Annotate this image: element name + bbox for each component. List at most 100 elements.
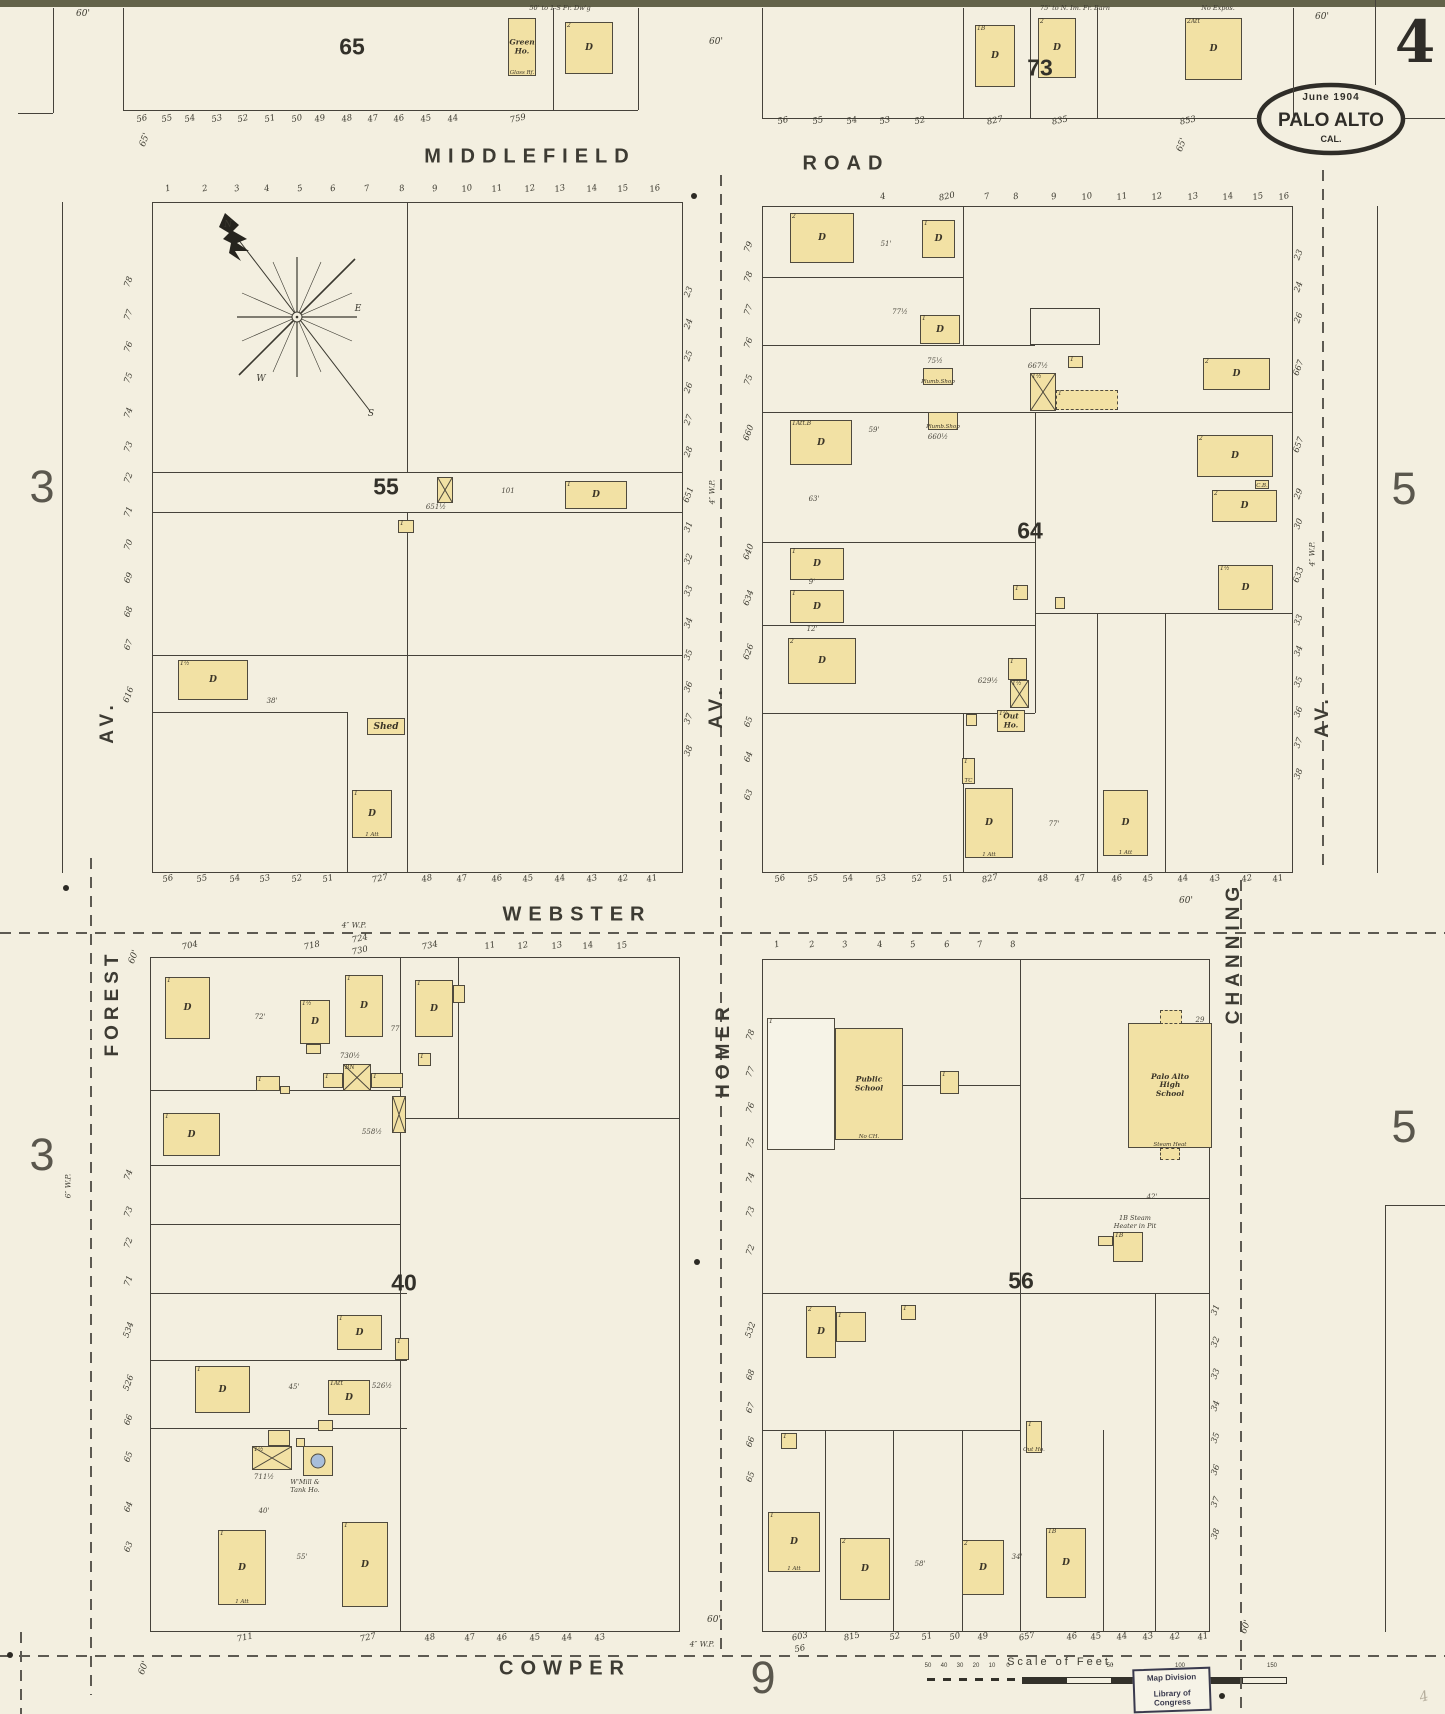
lot-number: 827 (986, 114, 1004, 128)
lot-number: 12 (523, 182, 537, 196)
compass-letter: E (354, 304, 362, 314)
compass-letter: N (224, 220, 232, 230)
lot-number: 603 (791, 1630, 809, 1644)
parcel-line (150, 1293, 407, 1294)
scale-bar-label: Scale of Feet. (1007, 1656, 1117, 1668)
lot-number: 44 (1115, 1630, 1129, 1644)
building-label: D (361, 1559, 369, 1570)
lot-number: 5 (296, 183, 304, 195)
building-sub-note: 1 Att (1118, 850, 1133, 856)
measurement-note: 29 (1195, 1016, 1205, 1024)
parcel-line (1103, 1430, 1104, 1632)
lot-number: 633 (1291, 565, 1307, 585)
street-width-note: 60' (1315, 12, 1329, 22)
lot-number: 42 (1240, 872, 1254, 886)
lot-number: 48 (1036, 872, 1050, 886)
scale-tick-label: 50 (1106, 1663, 1114, 1669)
parcel-line (150, 1165, 400, 1166)
building-story-note: 1 (344, 1522, 348, 1529)
lot-number: 53 (210, 112, 224, 126)
lot-number: 23 (1292, 248, 1306, 262)
lot-number: 76 (742, 336, 756, 350)
lot-number: 44 (446, 112, 460, 126)
lot-number: 15 (1251, 190, 1265, 204)
building-label: D (861, 1563, 869, 1574)
parcel-line (1097, 613, 1098, 873)
corner-dot (694, 1259, 700, 1265)
lot-number: 70 (122, 538, 136, 552)
lot-number: 727 (359, 1631, 377, 1645)
parcel-line (762, 412, 1293, 413)
cross-braced-mark (344, 1065, 371, 1091)
lot-number: 47 (463, 1631, 477, 1645)
lot-number: 33 (1209, 1367, 1223, 1381)
lot-number: 68 (122, 605, 136, 619)
street-label: AV. (97, 700, 118, 744)
lot-number: 75 (742, 373, 756, 387)
measurement-note: 45' (288, 1383, 300, 1391)
building-label: D (985, 817, 993, 828)
scale-bar-fine-segment (927, 1678, 1022, 1681)
building-label: D (817, 437, 825, 448)
block-number-label: 56 (1008, 1267, 1034, 1294)
lot-number: 53 (874, 872, 888, 886)
scale-tick-label: 40 (940, 1663, 948, 1669)
lot-number: 1 (164, 183, 172, 195)
lot-number: 43 (593, 1631, 607, 1645)
street-label: HOMER (713, 1002, 734, 1098)
building (437, 477, 453, 503)
lot-number: 820 (938, 190, 956, 204)
lot-number: 51 (920, 1630, 934, 1644)
building-sub-note: Glass Rf. (509, 70, 535, 76)
lot-number: 55 (806, 872, 820, 886)
lot-number: 2 (808, 939, 816, 951)
building-sub-note: 1 Att (982, 852, 996, 858)
lot-number: 31 (1209, 1303, 1223, 1317)
street-label: ROAD (802, 152, 890, 175)
block-number-label: 64 (1017, 517, 1043, 544)
measurement-note: 38' (266, 697, 278, 705)
lot-number: 34 (1209, 1399, 1223, 1413)
building-story-note: 1½ (999, 710, 1009, 717)
adjacent-sheet-number: 9 (750, 1652, 776, 1703)
building-label: D (238, 1562, 246, 1573)
lot-number: 50 (290, 112, 304, 126)
building-story-note: 1 (258, 1076, 262, 1083)
building-story-note: 1 (1015, 585, 1019, 592)
lot-number: 50 (948, 1630, 962, 1644)
building-label: D (430, 1003, 438, 1014)
building-story-note: 1½ (302, 1000, 312, 1007)
building: 1 (940, 1071, 959, 1094)
building-label: D (979, 1562, 987, 1573)
building-label: D (355, 1327, 364, 1338)
building-story-note: 1 (167, 977, 171, 984)
parcel-line (762, 713, 1035, 714)
building-label: D (1240, 500, 1249, 511)
lot-number: 72 (122, 1236, 136, 1250)
lot-number: 41 (1271, 872, 1285, 886)
building: 1B (1113, 1232, 1143, 1262)
building-label: Palo Alto High School (1151, 1071, 1189, 1098)
street-width-note: 65' (1174, 136, 1190, 154)
parcel-line (638, 8, 639, 110)
lot-number: 63 (742, 788, 756, 802)
lot-number: 45 (419, 112, 433, 126)
building-story-note: 1 (165, 1113, 169, 1120)
building-label: D (1062, 1557, 1070, 1568)
street-centerline (1240, 880, 1242, 1714)
cross-braced-mark (438, 478, 453, 503)
parcel-line (963, 713, 964, 873)
lot-number: 25 (682, 349, 696, 363)
parcel-line (53, 8, 54, 113)
building: 1 (398, 520, 414, 533)
measurement-note: 42' (1146, 1193, 1158, 1201)
